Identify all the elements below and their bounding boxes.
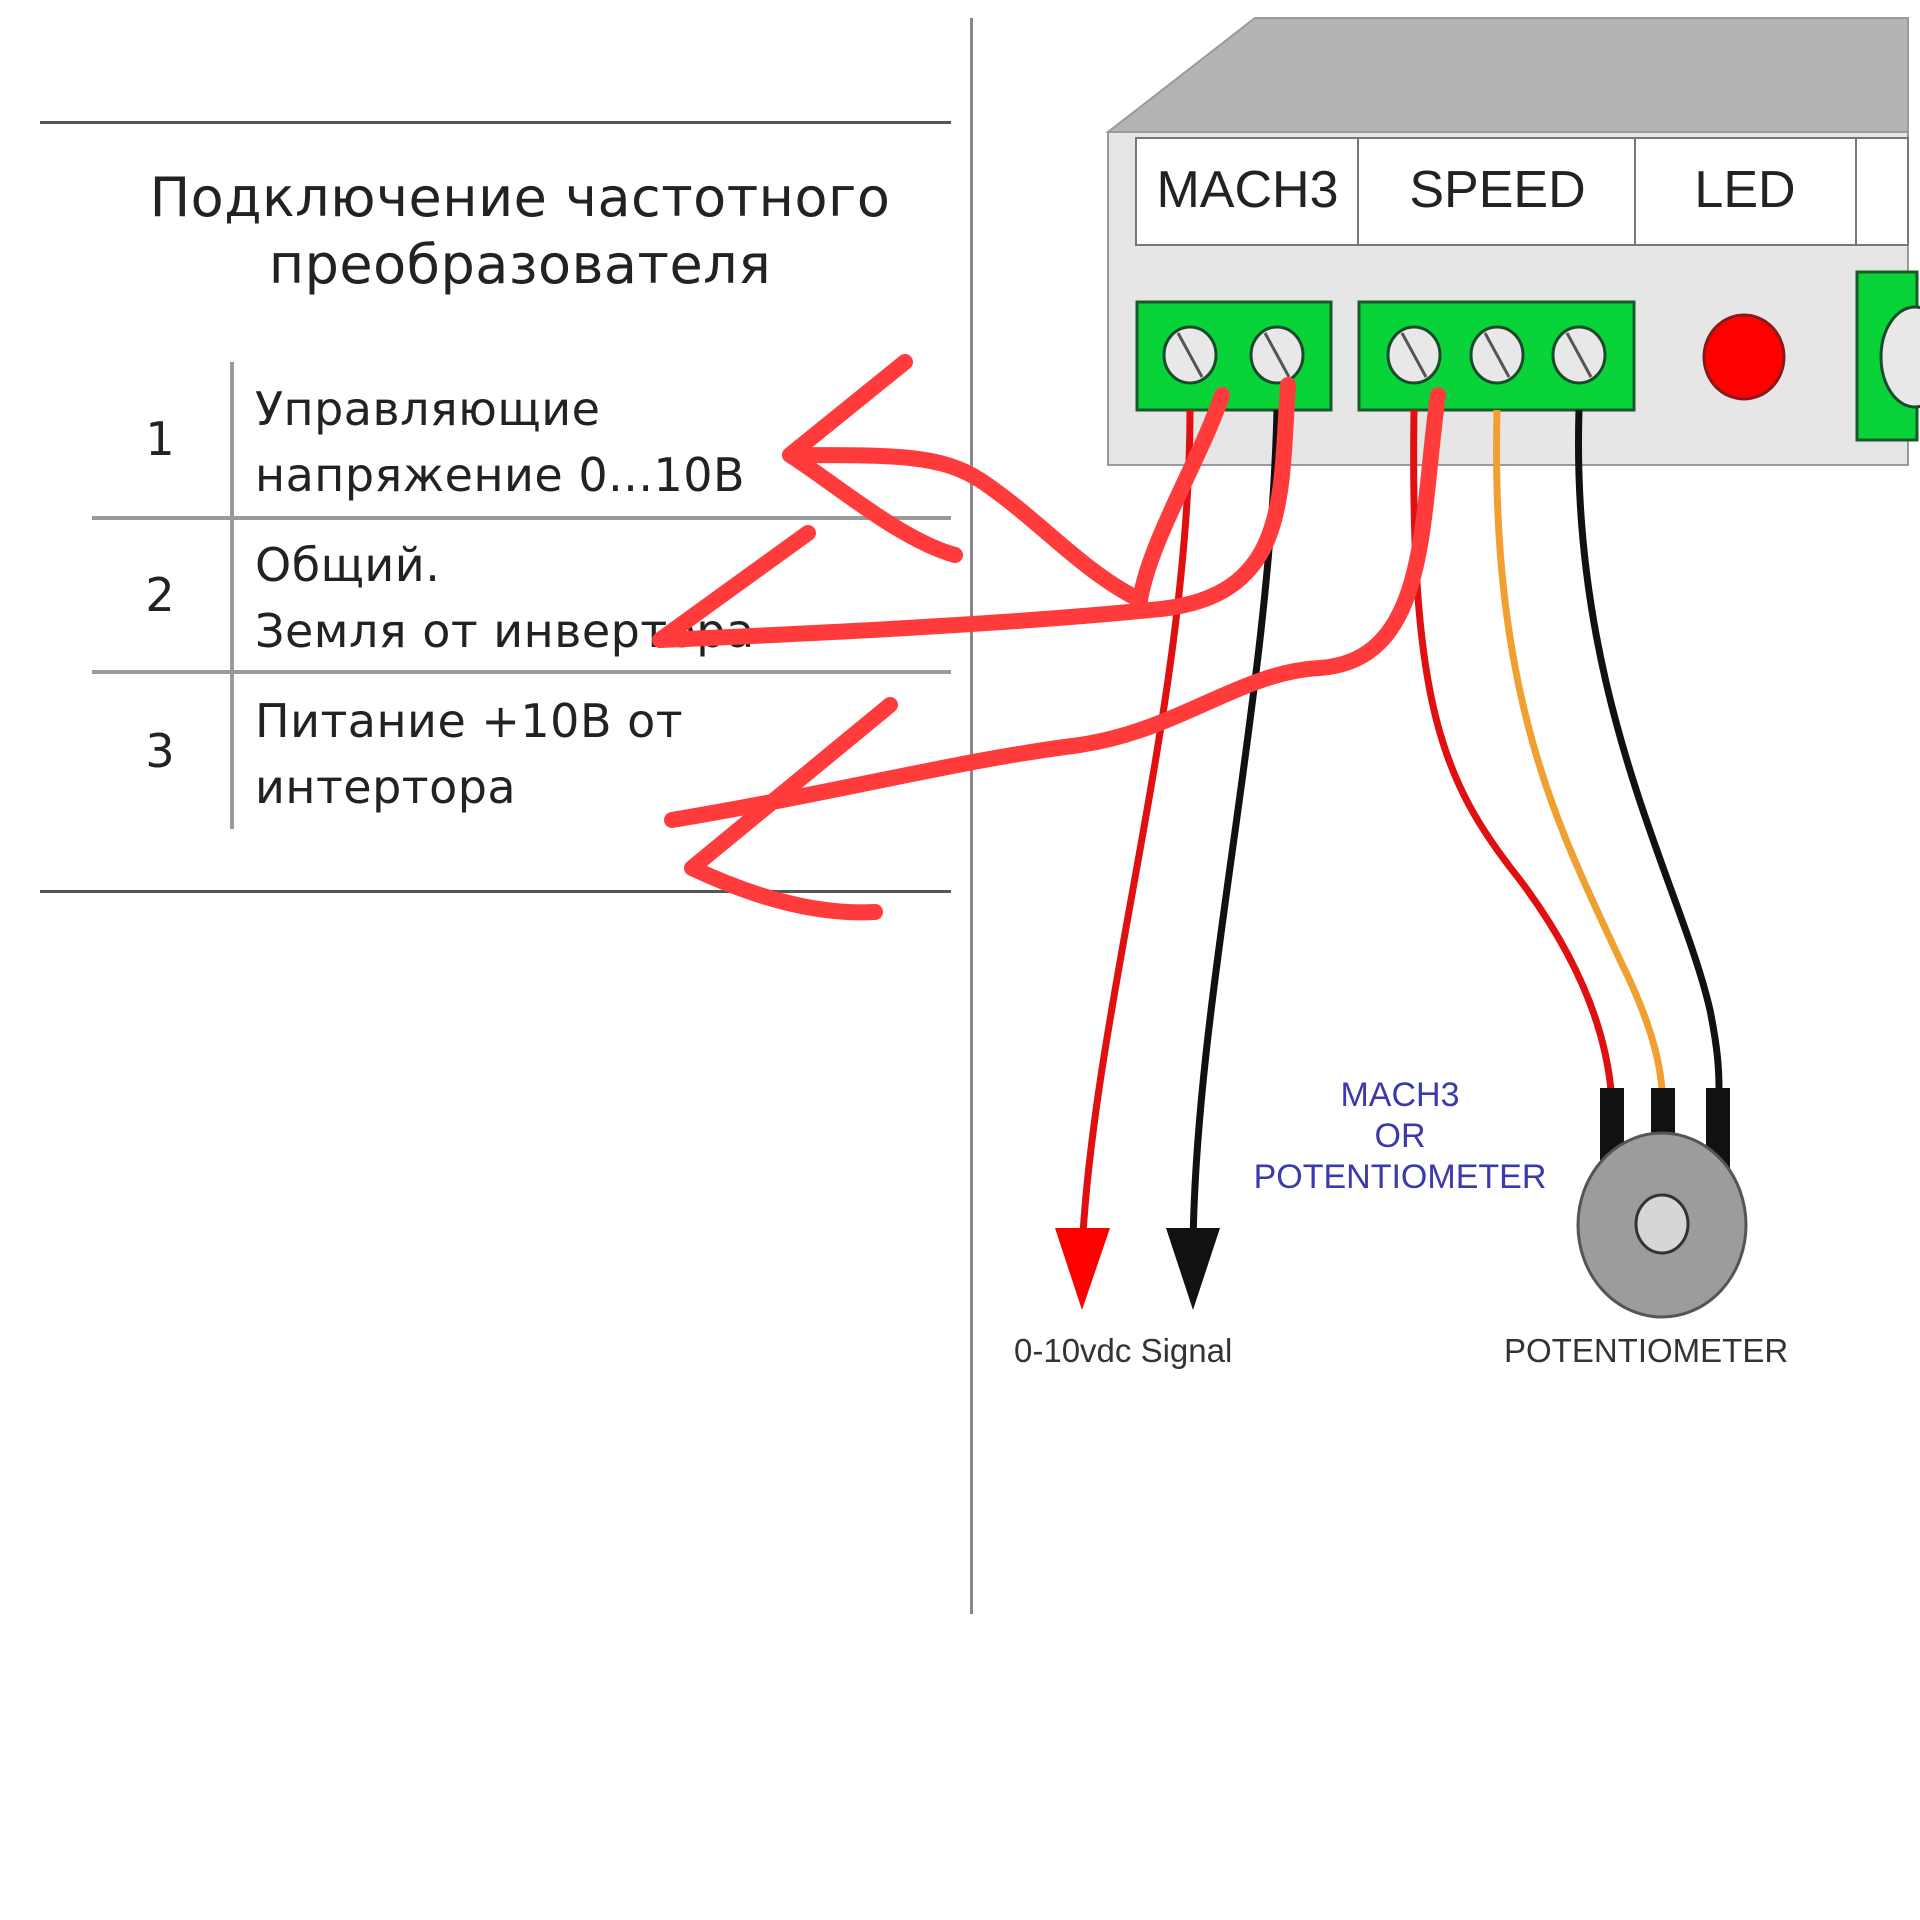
row-text-line: Питание +10В от bbox=[255, 694, 684, 748]
header-label-led: LED bbox=[1694, 161, 1796, 219]
potentiometer-knob-icon bbox=[1634, 1193, 1690, 1255]
row-text: Управляющие напряжение 0...10В bbox=[255, 376, 745, 508]
row-number: 1 bbox=[145, 412, 175, 466]
housing-top bbox=[1105, 17, 1909, 133]
row-number: 3 bbox=[145, 724, 175, 778]
annotation-arrow-1 bbox=[782, 354, 1230, 608]
wire-red-signal bbox=[1078, 409, 1194, 1251]
screw-icon bbox=[1162, 325, 1218, 385]
row-text-line: Общий. bbox=[255, 538, 441, 592]
page-title-line2: преобразователя bbox=[268, 233, 772, 296]
screw-icon bbox=[1249, 325, 1305, 385]
bottom-rule bbox=[40, 890, 951, 893]
center-label-line: MACH3 bbox=[1340, 1076, 1460, 1114]
arrow-down-black-icon bbox=[1166, 1228, 1220, 1310]
row-divider bbox=[92, 670, 951, 674]
row-number: 2 bbox=[145, 568, 175, 622]
screw-icon bbox=[1551, 325, 1607, 385]
center-label-line: OR bbox=[1374, 1117, 1426, 1155]
label-strip bbox=[1135, 137, 1909, 246]
row-text-line: интертора bbox=[255, 760, 517, 814]
row-text-line: напряжение 0...10В bbox=[255, 448, 746, 502]
top-rule bbox=[40, 121, 951, 124]
row-divider bbox=[92, 516, 951, 520]
page-title-line1: Подключение частотного bbox=[149, 166, 891, 229]
header-label-mach3: MACH3 bbox=[1156, 161, 1339, 219]
arrow-down-red-icon bbox=[1055, 1228, 1110, 1310]
screw-icon bbox=[1386, 325, 1442, 385]
signal-label: 0-10vdc Signal bbox=[1014, 1332, 1233, 1369]
header-label-speed: SPEED bbox=[1409, 161, 1586, 219]
potentiometer-label: POTENTIOMETER bbox=[1504, 1332, 1789, 1369]
annotation-arrow-3 bbox=[664, 387, 1446, 921]
annotation-arrow-2 bbox=[652, 377, 1296, 648]
annotation-strokes bbox=[652, 354, 1446, 921]
led-indicator-icon bbox=[1702, 313, 1786, 401]
row-text-line: Управляющие bbox=[255, 382, 601, 436]
wire-red-pot bbox=[1410, 409, 1615, 1091]
center-label: MACH3 OR POTENTIOMETER bbox=[1230, 1075, 1570, 1198]
table-column-divider bbox=[230, 362, 234, 829]
screw-icon bbox=[1469, 325, 1525, 385]
wire-orange-pot bbox=[1493, 409, 1666, 1091]
wire-black-pot bbox=[1574, 409, 1723, 1091]
page-divider bbox=[970, 18, 973, 1614]
row-text: Питание +10В от интертора bbox=[255, 688, 683, 820]
center-label-line: POTENTIOMETER bbox=[1253, 1158, 1547, 1196]
